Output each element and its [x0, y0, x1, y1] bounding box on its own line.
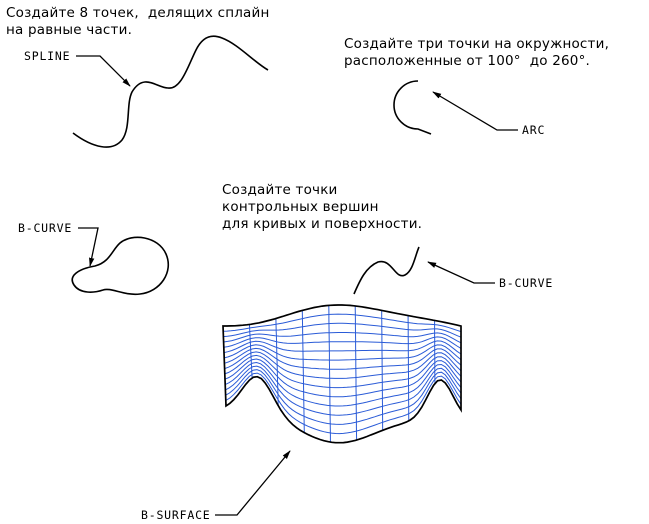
bsurface-u-isoline	[224, 344, 462, 361]
bsurface-v-isoline	[354, 305, 358, 441]
bsurface-u-isoline	[224, 351, 462, 379]
bsurface-u-isoline	[224, 347, 462, 370]
spline-curve	[72, 35, 269, 148]
spline-leader	[76, 55, 131, 87]
bcurve-open-shape	[353, 246, 420, 295]
bsurface-v-isoline	[248, 324, 253, 378]
bsurface-v-isoline	[275, 318, 279, 406]
arc-leader	[432, 91, 518, 131]
bsurface-u-isoline	[225, 376, 462, 444]
arc-task-line2: расположенные от 100° до 260°.	[344, 53, 591, 69]
bcurve-task-line2: контрольных вершин	[222, 199, 379, 215]
spline-task-line1: Создайте 8 точек, делящих сплайн	[6, 5, 270, 21]
bsurface-u-isoline	[224, 358, 462, 398]
bsurface-u-isoline	[224, 354, 462, 389]
bsurface-u-isoline	[223, 340, 462, 355]
bcurve-closed-shape	[71, 236, 170, 296]
bsurface-label: B-SURFACE	[141, 508, 211, 522]
bsurface-leader	[215, 450, 291, 516]
bcurve-task-line3: для кривых и поверхности.	[222, 216, 423, 232]
bcurve-open-label: B-CURVE	[499, 276, 554, 290]
bsurface-grid	[222, 304, 462, 444]
bsurface-u-isoline	[225, 365, 462, 416]
arc-task-line1: Создайте три точки на окружности,	[344, 36, 610, 52]
bsurface-v-isoline	[301, 310, 305, 433]
arc-curve	[393, 80, 432, 135]
bsurface-u-isoline	[223, 336, 462, 349]
bsurface-v-isoline	[328, 305, 331, 443]
bsurface-u-isoline	[223, 322, 462, 338]
bcurve-closed-label: B-CURVE	[18, 221, 73, 235]
bsurface-u-isoline	[224, 361, 462, 407]
bcurve-task-line1: Создайте точки	[222, 182, 338, 198]
bsurface-u-isoline	[225, 369, 462, 425]
bsurface-v-isoline	[407, 315, 410, 421]
bsurface-outline	[222, 304, 462, 444]
bsurface-u-isoline	[223, 332, 462, 344]
bcurve-open-leader	[427, 261, 495, 284]
bcurve-closed-leader	[78, 227, 99, 267]
bsurface-u-isoline	[223, 313, 462, 333]
arc-label: ARC	[522, 123, 546, 137]
bsurface-v-isoline	[381, 310, 384, 431]
spline-task-line2: на равные части.	[6, 22, 133, 38]
bsurface-u-isoline	[225, 372, 462, 435]
spline-label: SPLINE	[24, 49, 71, 63]
